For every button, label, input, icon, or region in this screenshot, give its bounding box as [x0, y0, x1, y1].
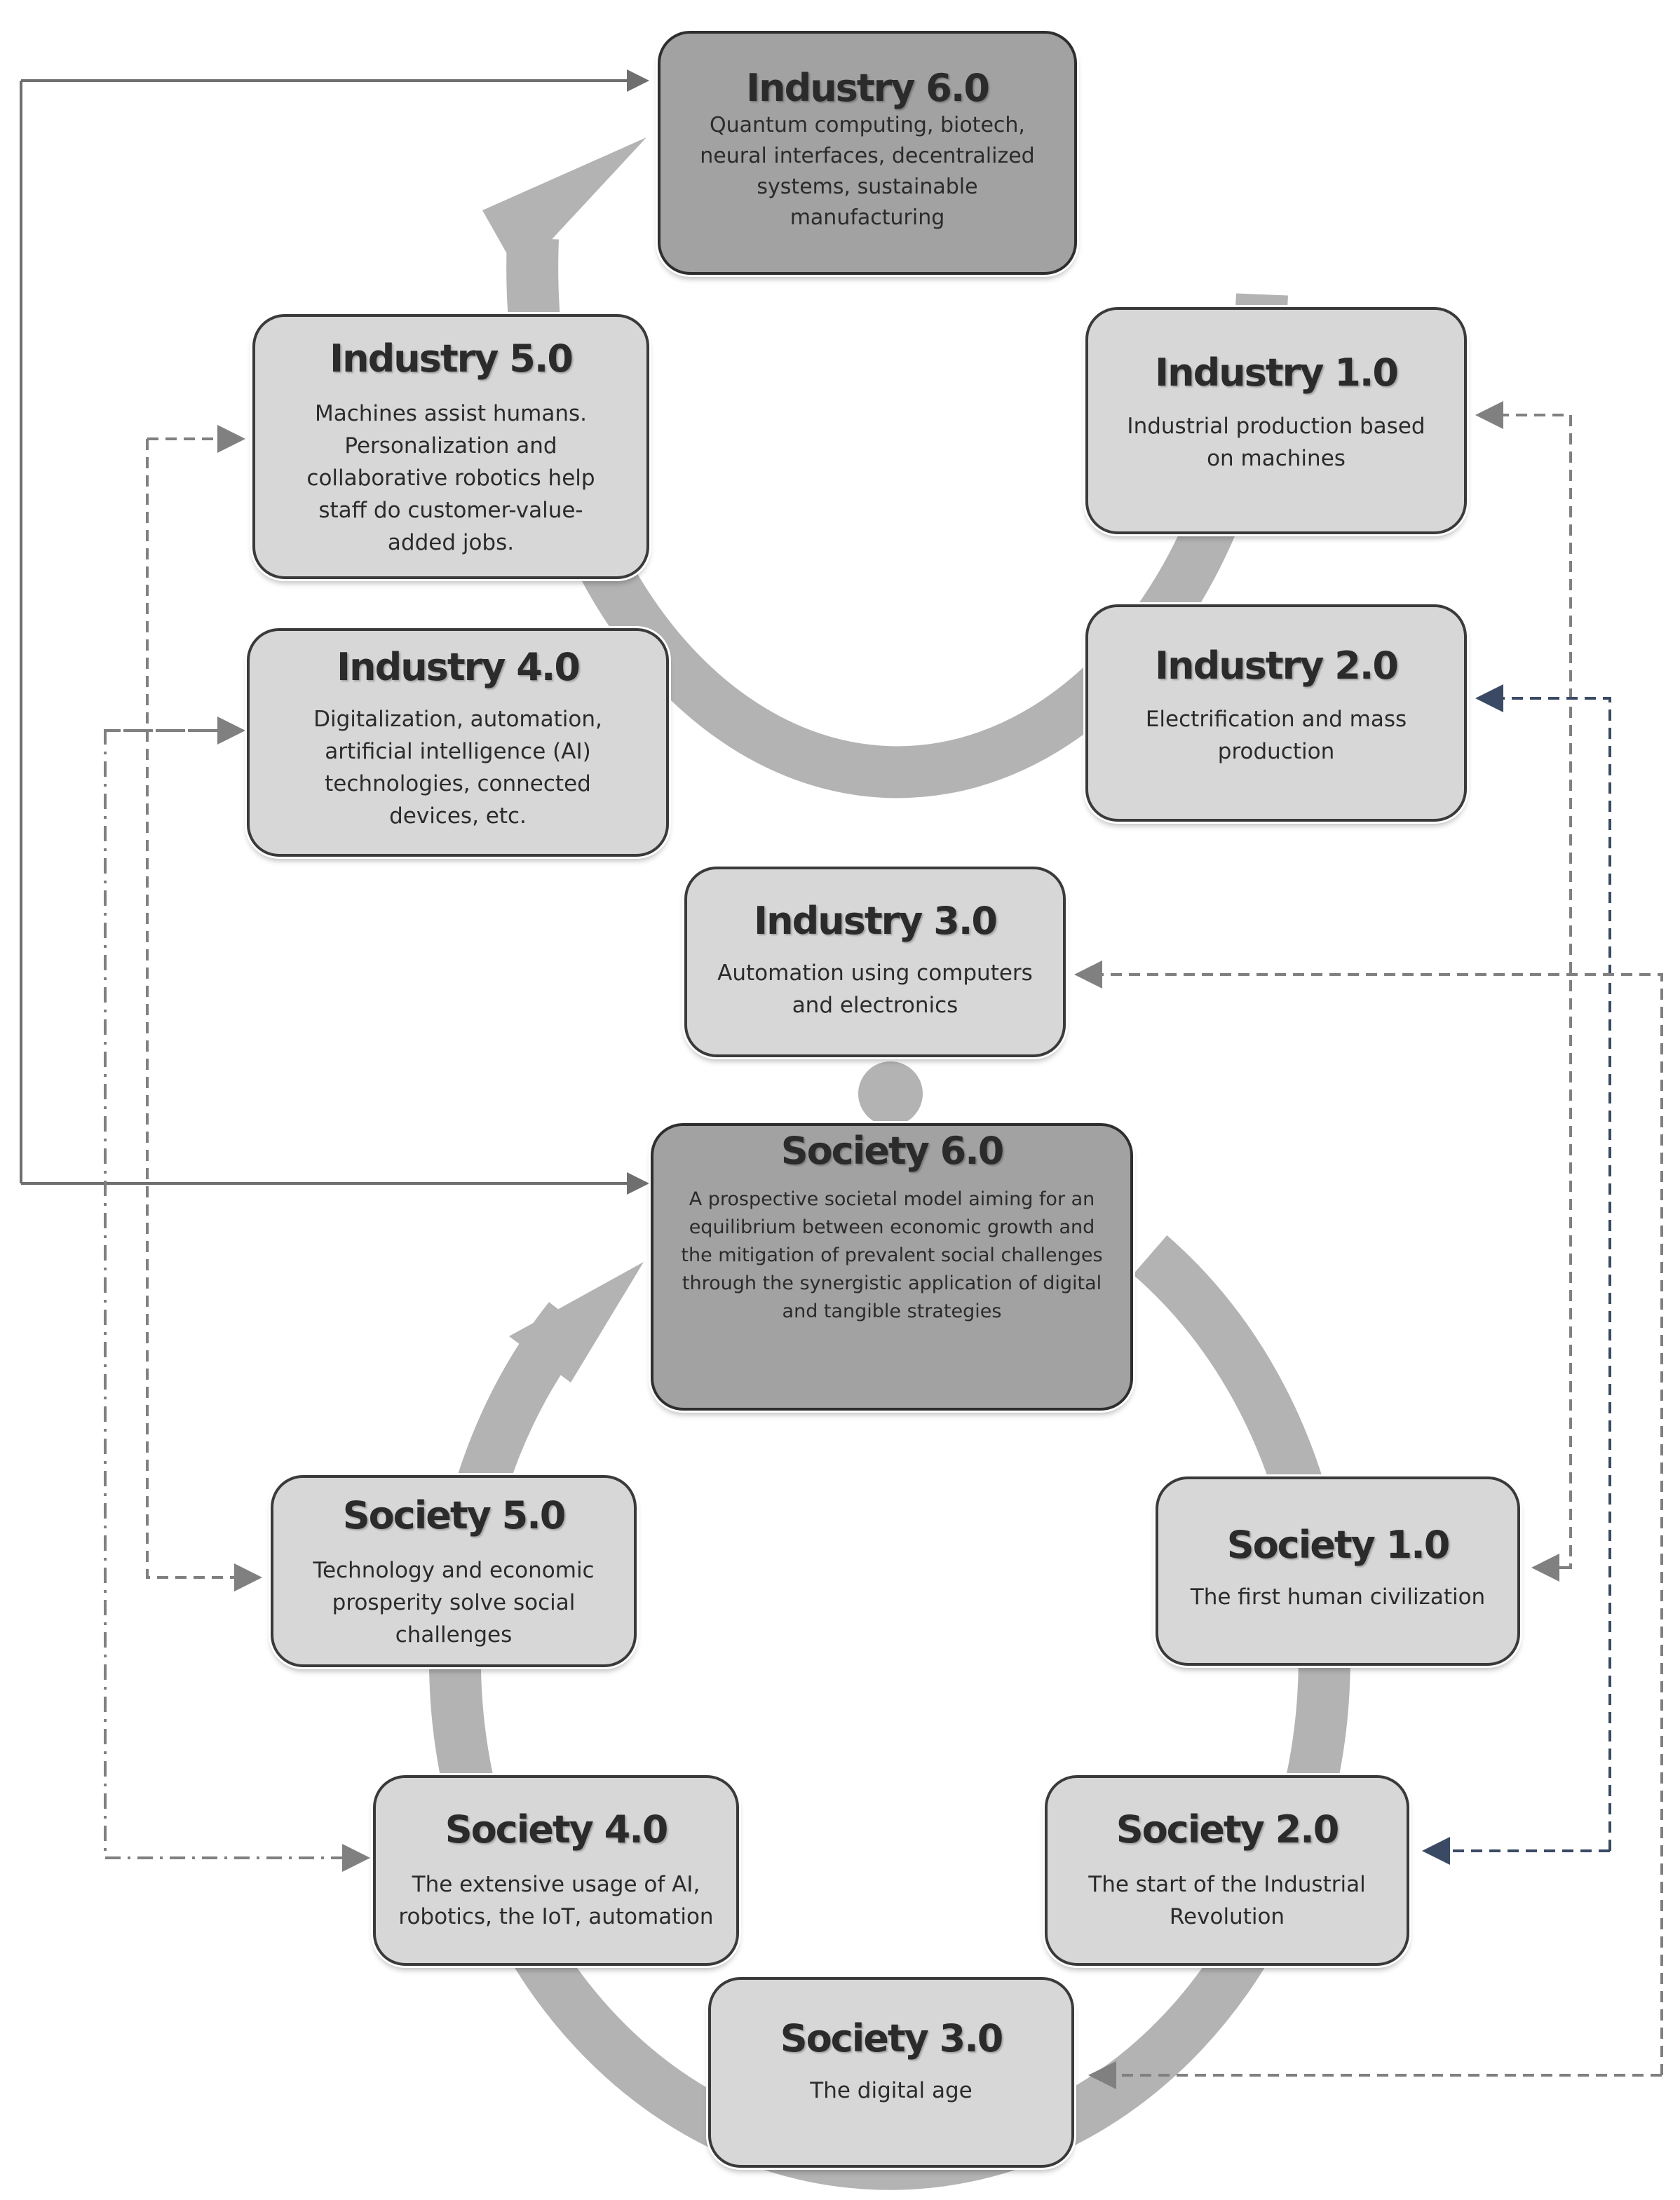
society-5-box: Society 5.0 Technology and economic pros…: [271, 1475, 637, 1667]
industry-6-title: Industry 6.0: [746, 66, 990, 110]
society-3-box: Society 3.0 The digital age: [708, 1977, 1074, 2168]
link-industry1-society1: [1475, 401, 1572, 1569]
industry-6-box: Industry 6.0 Quantum computing, biotech,…: [658, 31, 1077, 275]
society-1-title: Society 1.0: [1226, 1523, 1451, 1567]
link-industry4-society4: [104, 729, 370, 1872]
society-6-title: Society 6.0: [780, 1129, 1005, 1173]
society-4-description: The extensive usage of AI, robotics, the…: [398, 1872, 714, 1929]
industry-2-description: Electrification and mass production: [1145, 707, 1407, 764]
link-industry5-society5: [146, 439, 262, 1591]
industry-1-box: Industry 1.0 Industrial production based…: [1085, 307, 1467, 534]
industry-1-description: Industrial production based on machines: [1127, 414, 1425, 471]
industry-6-description: Quantum computing, biotech, neural inter…: [700, 113, 1035, 230]
society-3-description: The digital age: [810, 2078, 973, 2103]
ring-connector-node: [858, 1061, 923, 1126]
society-3-title: Society 3.0: [780, 2016, 1004, 2060]
industry-5-box: Industry 5.0 Machines assist humans. Per…: [252, 314, 649, 579]
industry-3-description: Automation using computers and electroni…: [717, 960, 1033, 1018]
industry-4-title: Industry 4.0: [337, 645, 581, 689]
society-4-box: Society 4.0 The extensive usage of AI, r…: [373, 1775, 739, 1966]
industry-1-title: Industry 1.0: [1155, 351, 1399, 395]
society-2-title: Society 2.0: [1116, 1807, 1340, 1852]
society-5-description: Technology and economic prosperity solve…: [313, 1558, 595, 1648]
industry-4-box: Industry 4.0 Digitalization, automation,…: [247, 628, 669, 857]
industry-5-title: Industry 5.0: [330, 337, 574, 381]
industry-ring-arrowhead: [482, 137, 646, 275]
society-6-description: A prospective societal model aiming for …: [681, 1188, 1103, 1322]
society-6-box: Society 6.0 A prospective societal model…: [651, 1123, 1133, 1411]
society-1-box: Society 1.0 The first human civilization: [1156, 1476, 1520, 1666]
industry-3-box: Industry 3.0 Automation using computers …: [684, 867, 1066, 1057]
society-4-title: Society 4.0: [445, 1807, 669, 1852]
industry-3-title: Industry 3.0: [754, 899, 998, 943]
industry-4-description: Digitalization, automation, artificial i…: [313, 707, 602, 829]
society-2-description: The start of the Industrial Revolution: [1088, 1872, 1366, 1929]
link-industry2-society2: [1475, 684, 1611, 1851]
society-5-title: Society 5.0: [342, 1493, 567, 1537]
industry-2-box: Industry 2.0 Electrification and mass pr…: [1085, 604, 1467, 822]
loop-society6-industry6: [20, 69, 649, 1195]
society-2-box: Society 2.0 The start of the Industrial …: [1045, 1775, 1409, 1966]
society-1-description: The first human civilization: [1190, 1584, 1486, 1610]
link-industry3-society3: [1074, 960, 1663, 2075]
industry-2-title: Industry 2.0: [1155, 644, 1399, 688]
industry-5-description: Machines assist humans. Personalization …: [306, 401, 595, 555]
society-ring-arrowhead: [509, 1262, 644, 1383]
